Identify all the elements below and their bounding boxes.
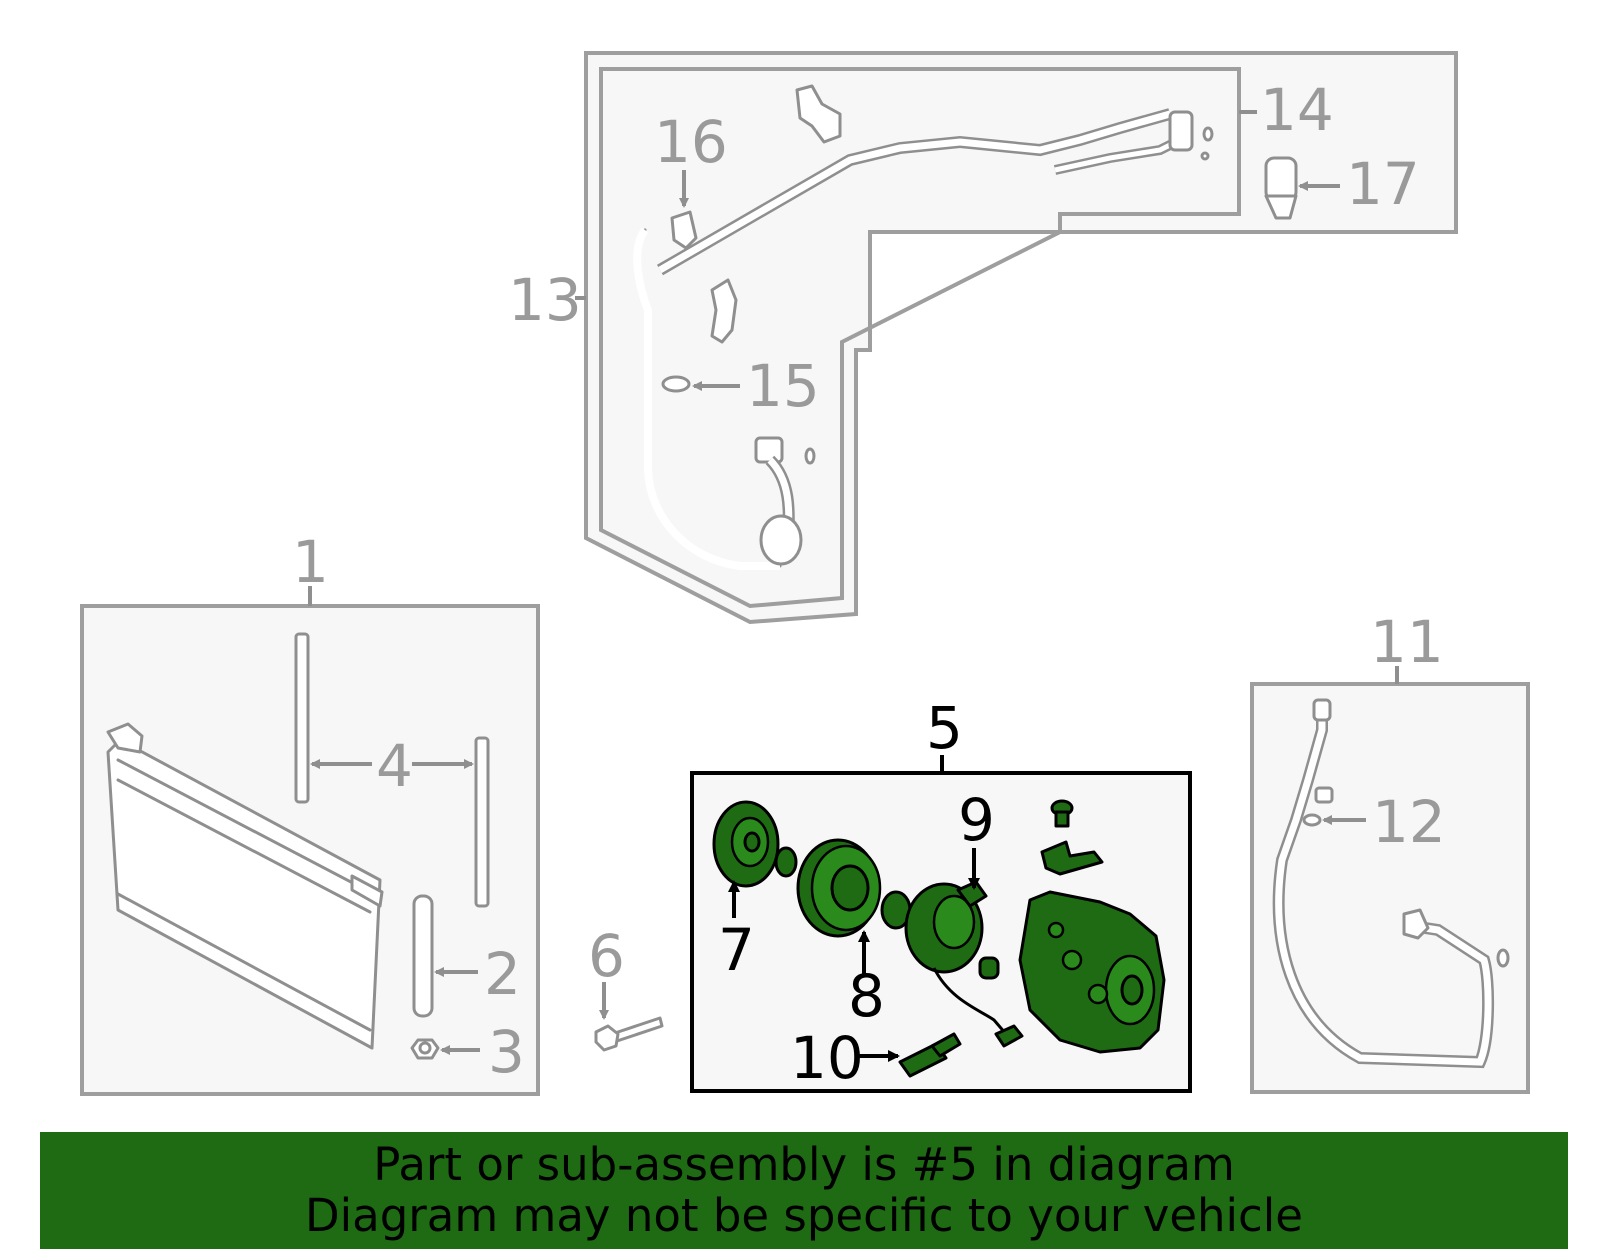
hose-fitting-lower	[759, 514, 803, 566]
relief-valve-10[interactable]	[898, 1032, 962, 1078]
callout-14[interactable]: 14	[1260, 76, 1334, 144]
oring-15[interactable]	[661, 375, 691, 393]
cap-17[interactable]	[1264, 156, 1298, 220]
callout-6[interactable]: 6	[588, 922, 625, 990]
hose-fitting-upper	[1168, 110, 1194, 152]
bushing-small[interactable]	[978, 956, 1000, 980]
callout-16[interactable]: 16	[654, 108, 728, 176]
small-oring-14	[1202, 126, 1214, 142]
drier-2[interactable]	[412, 894, 434, 1018]
clutch-hub-7[interactable]	[712, 800, 780, 888]
callout-13[interactable]: 13	[508, 266, 582, 334]
plug-3[interactable]	[410, 1038, 440, 1060]
callout-2[interactable]: 2	[484, 940, 521, 1008]
field-coil-9[interactable]	[904, 880, 1024, 1048]
oring-12[interactable]	[1302, 813, 1322, 827]
bracket-plate[interactable]	[1040, 840, 1104, 876]
bracket-clip-middle	[710, 278, 738, 344]
banner-line-1: Part or sub-assembly is #5 in diagram	[373, 1138, 1235, 1191]
seal-strip-4-right[interactable]	[474, 736, 490, 908]
callout-10[interactable]: 10	[790, 1024, 864, 1092]
box-14-inner	[599, 67, 1241, 609]
callout-4[interactable]: 4	[376, 732, 413, 800]
hose-assembly-13-group[interactable]	[584, 51, 1458, 625]
info-banner: Part or sub-assembly is #5 in diagram Di…	[40, 1132, 1568, 1249]
pulley-8[interactable]	[796, 838, 882, 938]
callout-9[interactable]: 9	[958, 786, 995, 854]
valve-16[interactable]	[670, 210, 698, 250]
callout-15[interactable]: 15	[746, 352, 820, 420]
callout-11[interactable]: 11	[1370, 608, 1444, 676]
banner-line-2: Diagram may not be specific to your vehi…	[305, 1189, 1303, 1242]
bolt-6[interactable]	[594, 1016, 664, 1052]
callout-5[interactable]: 5	[926, 694, 963, 762]
bolt-small[interactable]	[1050, 799, 1074, 828]
discharge-hose-11[interactable]	[1272, 698, 1510, 1069]
small-oring-right	[804, 447, 816, 465]
condenser-1[interactable]	[106, 722, 384, 1050]
hose-end-block	[754, 436, 784, 464]
compressor-body[interactable]	[1018, 890, 1166, 1054]
callout-17[interactable]: 17	[1346, 150, 1420, 218]
callout-1[interactable]: 1	[292, 528, 329, 596]
bracket-clip-upper	[795, 84, 842, 144]
callout-3[interactable]: 3	[488, 1018, 525, 1086]
callout-12[interactable]: 12	[1372, 788, 1446, 856]
seal-strip-4-left[interactable]	[294, 632, 310, 804]
callout-8[interactable]: 8	[848, 962, 885, 1030]
shim-7b[interactable]	[774, 846, 798, 878]
callout-7[interactable]: 7	[718, 916, 755, 984]
